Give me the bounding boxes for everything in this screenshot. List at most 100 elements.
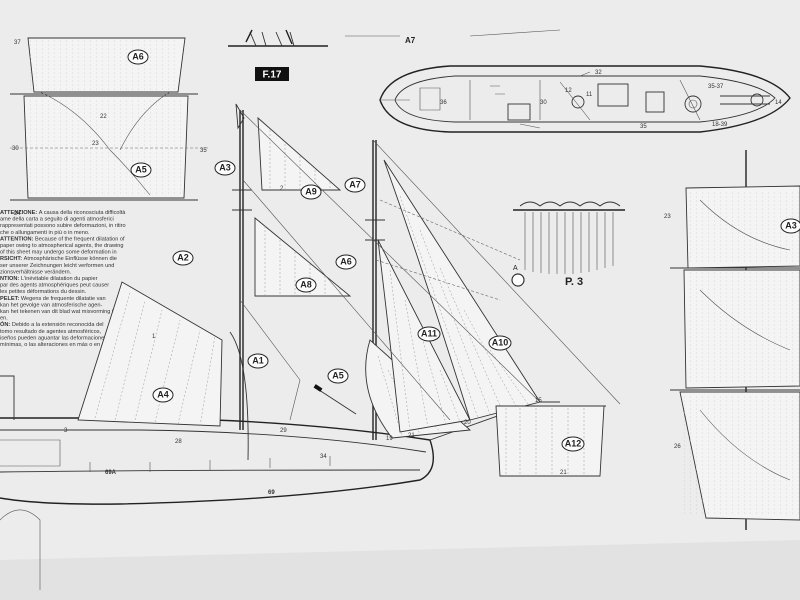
ring-detail xyxy=(511,273,525,287)
warning-line-text: ame della carta a seguito di agenti atmo… xyxy=(0,217,114,223)
callout-A5-upper-label: A5 xyxy=(135,164,147,174)
warning-line-text: en. xyxy=(0,316,8,322)
warning-line: ame della carta a seguito di agenti atmo… xyxy=(0,217,114,223)
part-number: 37 xyxy=(14,40,21,46)
part-number: 1 xyxy=(152,334,156,340)
figure-label: F.17 xyxy=(263,70,282,81)
warning-line: kan het tekenen van dit blad wat misvorm… xyxy=(0,309,116,315)
warning-line-key: ATTENZIONE: xyxy=(0,210,39,216)
figure-label-box xyxy=(255,67,289,81)
callout-A6 xyxy=(335,254,357,270)
part-number: 29 xyxy=(280,428,287,434)
callout-A1-label: A1 xyxy=(252,355,264,365)
warning-line-key: NTION: xyxy=(0,276,21,282)
warning-line-text: of this sheet may undergo some deformati… xyxy=(0,250,117,256)
callout-A3-right-label: A3 xyxy=(785,220,797,230)
warning-line: par des agents atmosphériques peut cause… xyxy=(0,283,109,289)
warning-text-block: ATTENZIONE: A causa della riconosciuta d… xyxy=(0,210,126,348)
warning-line-text: iseños pueden aguantar las deformaciones… xyxy=(0,335,109,341)
warning-line-text: kan het gevolge van atmosferische agen- xyxy=(0,302,102,308)
callout-A5-label: A5 xyxy=(332,370,344,380)
ship-hull xyxy=(0,375,521,590)
part-number: 21 xyxy=(560,470,567,476)
callout-A2-label: A2 xyxy=(177,252,189,262)
callout-A5 xyxy=(327,368,349,384)
warning-line: RSICHT: Atmosphärische Einflüsse können … xyxy=(0,256,117,262)
callout-A4-label: A4 xyxy=(157,389,169,399)
panel-label: P. 3 xyxy=(565,276,583,288)
warning-line: en. xyxy=(0,316,8,322)
callout-A12-label: A12 xyxy=(565,438,582,448)
part-number: 11 xyxy=(586,92,593,98)
callout-A1 xyxy=(247,353,269,369)
callout-A12 xyxy=(561,436,585,452)
part-number: 18-39 xyxy=(712,122,728,128)
warning-line-text: mínimas, o las alteraciones en más o en xyxy=(0,342,100,348)
deck-plan xyxy=(379,65,791,133)
warning-line-text: paper owing to atmospherical agents, the… xyxy=(0,243,123,249)
warning-line-text: Atmosphärische Einflüsse können die xyxy=(24,256,117,262)
callout-A9 xyxy=(300,184,322,200)
part-number: 34 xyxy=(320,454,327,460)
warning-line-text: tomo resultado de agentes atmosféricos, xyxy=(0,329,101,335)
part-number: 35-37 xyxy=(708,84,724,90)
warning-line: of this sheet may undergo some deformati… xyxy=(0,250,117,256)
warning-line-text: zionsverhältnisse verändern. xyxy=(0,269,72,275)
warning-line-text: che o allungamenti in più o in meno. xyxy=(0,230,90,236)
warning-line-text: ser unserer Zeichnungen leicht verformen… xyxy=(0,263,114,269)
callout-A3 xyxy=(214,160,236,176)
warning-line: zionsverhältnisse verändern. xyxy=(0,269,72,275)
part-number: 30 xyxy=(12,146,19,152)
warning-line-key: ATTENTION: xyxy=(0,236,35,242)
warning-line: ser unserer Zeichnungen leicht verformen… xyxy=(0,263,114,269)
warning-line: iseños pueden aguantar las deformaciones… xyxy=(0,335,109,341)
warning-line-text: L'inévitable dilatation du papier xyxy=(21,276,98,282)
square-sail-group-right xyxy=(670,150,800,530)
part-number: 22 xyxy=(100,114,107,120)
part-number: 36 xyxy=(440,100,447,106)
part-number: 26 xyxy=(674,444,681,450)
part-number: 69 xyxy=(268,490,275,496)
warning-line-text: A causa della riconosciuta difficoltà xyxy=(39,210,127,216)
warning-line: tomo resultado de agentes atmosféricos, xyxy=(0,329,101,335)
warning-line: les petites déformations du dessin. xyxy=(0,289,87,295)
warning-line: che o allungamenti in più o in meno. xyxy=(0,230,90,236)
warning-line: ATTENZIONE: A causa della riconosciuta d… xyxy=(0,210,126,216)
callout-A11 xyxy=(417,326,441,342)
callout-A6-upper-label: A6 xyxy=(132,51,144,61)
warning-line: ÓN: Debido a la extensión reconocida del xyxy=(0,320,104,328)
warning-line-text: Debido a la extensión reconocida del xyxy=(12,322,104,328)
part-number: 21 xyxy=(408,433,415,439)
warning-line-text: Because of the frequent dilatation of xyxy=(35,236,125,242)
part-number: 12 xyxy=(565,88,572,94)
part-number: 20 xyxy=(464,420,471,426)
callout-A8-label: A8 xyxy=(300,279,312,289)
warning-line-text: Wegens de frequente dilatatie van xyxy=(21,296,106,302)
part-number: 30 xyxy=(540,100,547,106)
part-number: 19 xyxy=(386,436,393,442)
part-number: 32 xyxy=(595,70,602,76)
callout-A10 xyxy=(488,335,512,351)
warning-line-key: ÓN: xyxy=(0,320,12,328)
warning-line: rappresentati possono subire deformazion… xyxy=(0,223,126,229)
warning-line-text: rappresentati possono subire deformazion… xyxy=(0,223,126,229)
callout-A9-label: A9 xyxy=(305,186,317,196)
callout-A10-label: A10 xyxy=(492,337,509,347)
warning-line: kan het gevolge van atmosferische agen- xyxy=(0,302,102,308)
part-number: 28 xyxy=(175,439,182,445)
callout-A7 xyxy=(344,177,366,193)
part-number: 35 xyxy=(200,148,207,154)
part-number: 69A xyxy=(105,470,117,476)
callout-A8 xyxy=(295,277,317,293)
callout-A3-label: A3 xyxy=(219,162,231,172)
part-number: 2 xyxy=(280,186,284,192)
square-sail-group-top-left xyxy=(10,37,210,201)
warning-line-key: RSICHT: xyxy=(0,256,24,262)
warning-line: ATTENTION: Because of the frequent dilat… xyxy=(0,236,125,242)
callout-A4 xyxy=(152,387,174,403)
top-edge-lines xyxy=(345,29,561,37)
warning-line-text: par des agents atmosphériques peut cause… xyxy=(0,283,109,289)
callout-A3-right xyxy=(780,218,800,234)
callout-A11-label: A11 xyxy=(421,328,437,338)
